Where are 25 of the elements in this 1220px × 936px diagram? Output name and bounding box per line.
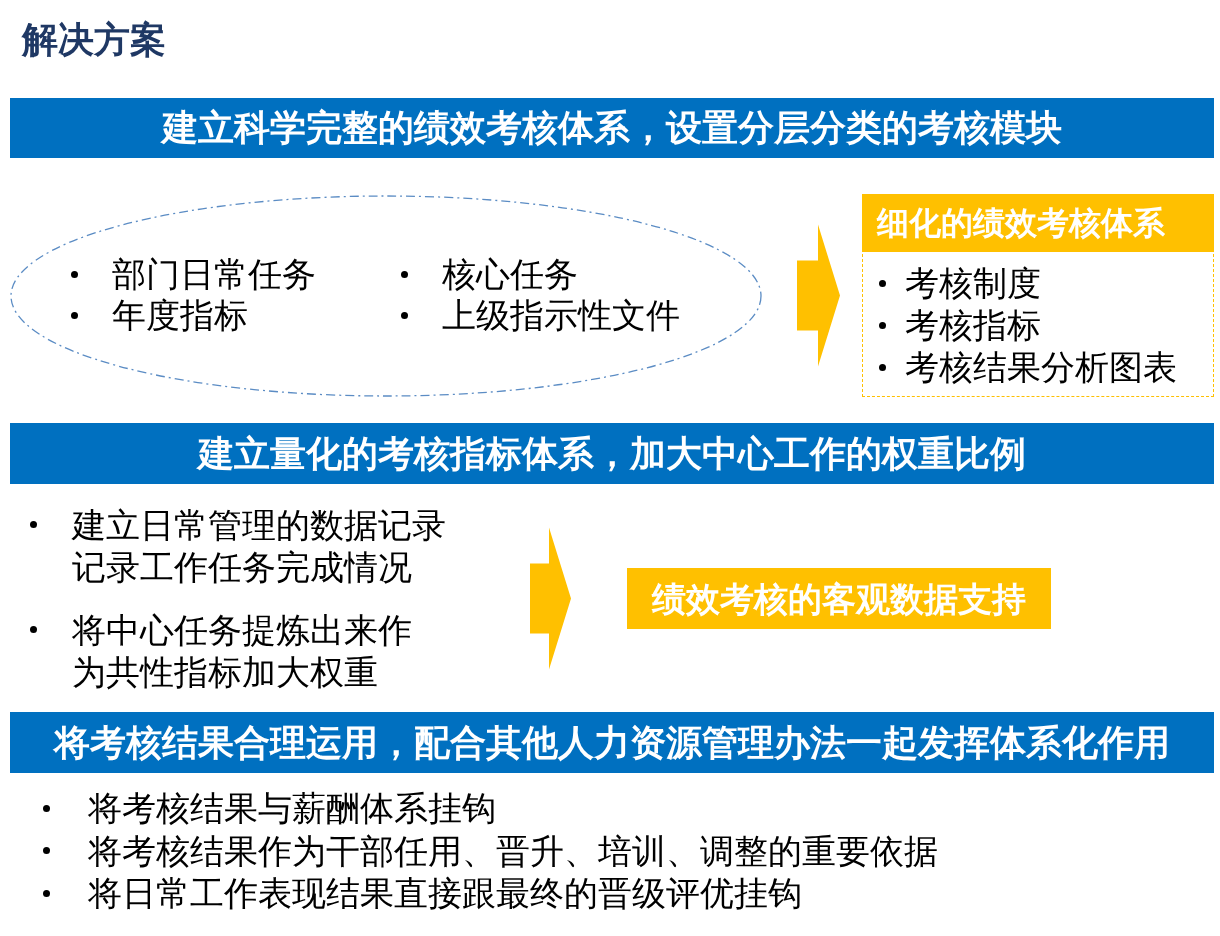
list-item: 考核制度 [905,263,1041,304]
block-arrow [797,224,840,367]
card-header: 细化的绩效考核体系 [862,194,1214,252]
section-banner [10,98,1214,158]
dashed-ellipse [10,195,762,397]
list-item: 将考核结果作为干部任用、晋升、培训、调整的重要依据 [88,830,938,872]
dashed-card [862,194,1214,397]
list-item: 核心任务 [442,254,578,295]
section-banner [10,423,1214,484]
block-arrow [530,527,571,670]
list-item: 建立日常管理的数据记录记录工作任务完成情况 [72,505,447,588]
banner-heading: 建立量化的考核指标体系，加大中心工作的权重比例 [198,431,1026,476]
list-item: 部门日常任务 [112,254,316,295]
section-banner [10,712,1214,773]
list-item: 考核指标 [905,305,1041,346]
list-item: 将日常工作表现结果直接跟最终的晋级评优挂钩 [88,873,802,914]
banner-heading: 将考核结果合理运用，配合其他人力资源管理办法一起发挥体系化作用 [54,720,1170,765]
list-item: 将中心任务提炼出来作为共性指标加大权重 [72,610,413,693]
list-item: 上级指示性文件 [442,295,680,336]
list-item: 将考核结果与薪酬体系挂钩 [88,788,496,829]
result-box: 绩效考核的客观数据支持 [627,568,1051,629]
page-title: 解决方案 [22,18,166,62]
banner-heading: 建立科学完整的绩效考核体系，设置分层分类的考核模块 [162,106,1062,150]
list-item: 年度指标 [112,295,248,336]
list-item: 考核结果分析图表 [905,347,1177,388]
